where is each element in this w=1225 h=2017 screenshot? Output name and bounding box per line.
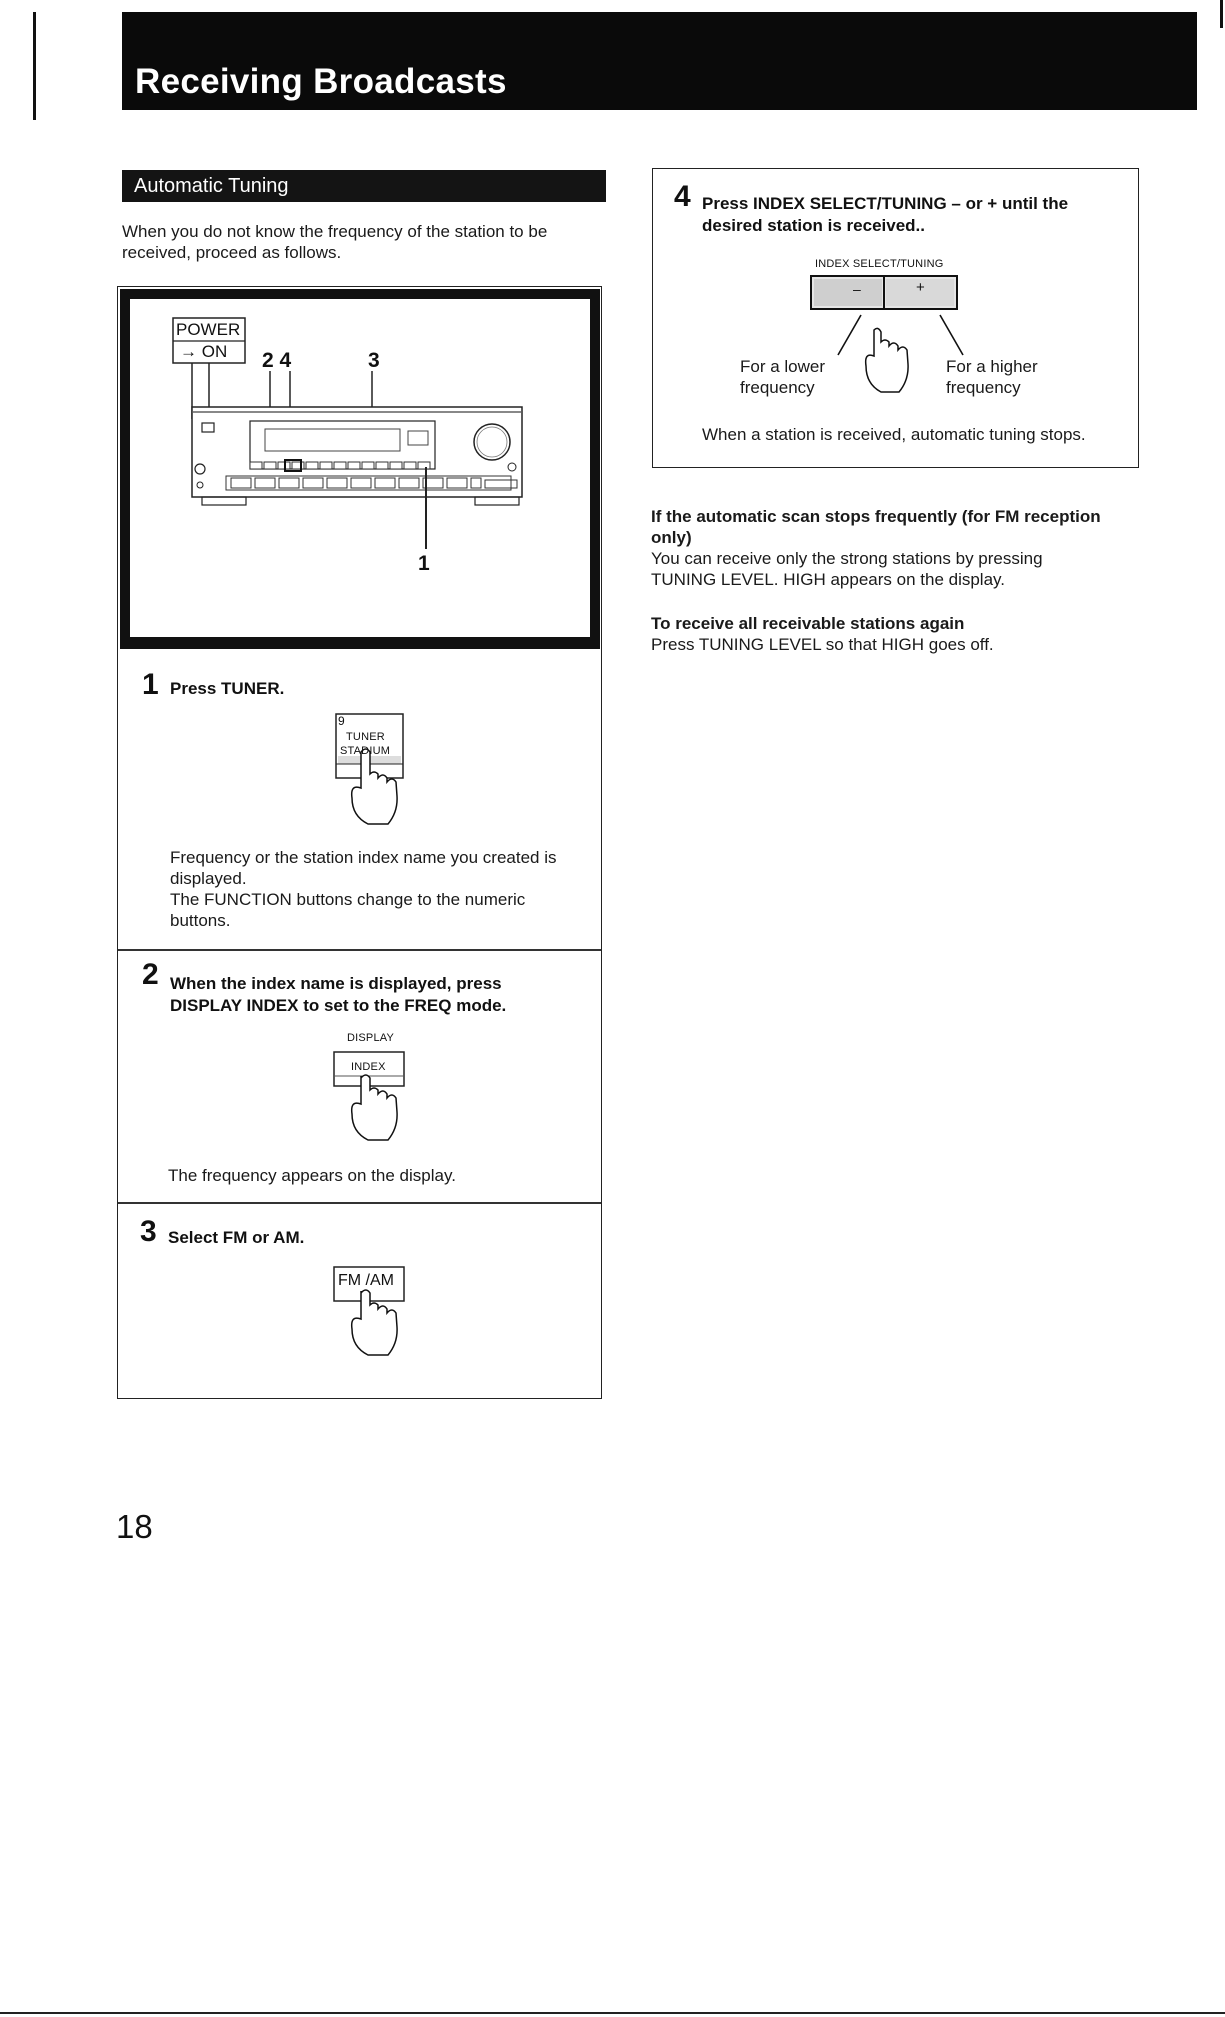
stadium-button-label: STADIUM	[340, 745, 391, 757]
higher-frequency-note: For a higher frequency	[946, 356, 1038, 398]
intro-line-2: received, proceed as follows.	[122, 243, 342, 262]
step-3-number: 3	[140, 1215, 157, 1248]
tuning-plus-label: +	[916, 279, 925, 296]
tuner-button-illustration	[335, 713, 404, 825]
step-1-title: Press TUNER.	[170, 679, 285, 698]
step-4-description: When a station is received, automatic tu…	[702, 425, 1086, 444]
higher-frequency-line: frequency	[946, 378, 1021, 397]
tuning-minus-label: –	[853, 281, 861, 297]
step-1-desc-line: displayed.	[170, 869, 247, 888]
edge-mark	[1220, 0, 1223, 28]
note-text: You can receive only the strong stations…	[651, 549, 1043, 568]
note-heading: only)	[651, 528, 692, 547]
note-text: Press TUNING LEVEL so that HIGH goes off…	[651, 635, 994, 654]
callout-2-4: 2 4	[262, 349, 292, 372]
index-button-illustration	[333, 1051, 405, 1141]
section-title: Automatic Tuning	[134, 175, 289, 197]
index-select-tuning-label: INDEX SELECT/TUNING	[815, 258, 944, 270]
steps-panel	[117, 286, 602, 1399]
tuner-button-label: TUNER	[346, 731, 385, 743]
step-2-number: 2	[142, 958, 159, 991]
step-4-title: Press INDEX SELECT/TUNING – or + until t…	[702, 193, 1068, 237]
step-2-description: The frequency appears on the display.	[168, 1166, 456, 1185]
function-button-row	[249, 461, 431, 470]
step-2-title-line: DISPLAY INDEX to set to the FREQ mode.	[170, 996, 507, 1015]
step-1-desc-line: Frequency or the station index name you …	[170, 848, 557, 867]
callout-3: 3	[368, 349, 380, 372]
page-title: Receiving Broadcasts	[135, 62, 507, 101]
step-1-desc-line: The FUNCTION buttons change to the numer…	[170, 890, 526, 909]
index-select-tuning-illustration	[810, 275, 964, 393]
lower-frequency-line: For a lower	[740, 357, 826, 376]
step-4-box	[652, 168, 1139, 468]
index-button-label: INDEX	[351, 1061, 386, 1073]
step-4-number: 4	[674, 180, 691, 213]
note-heading: If the automatic scan stops frequently (…	[651, 507, 1101, 526]
margin-mark	[33, 12, 36, 120]
lower-frequency-line: frequency	[740, 378, 815, 397]
step-3-title: Select FM or AM.	[168, 1228, 305, 1247]
fm-am-button-label: FM /AM	[338, 1272, 394, 1289]
title-bar	[122, 12, 1197, 110]
fm-am-button-illustration	[333, 1266, 405, 1356]
note-receive-all: To receive all receivable stations again…	[651, 613, 994, 655]
lower-frequency-note: For a lower frequency	[740, 356, 825, 398]
step-2-title: When the index name is displayed, press …	[170, 973, 506, 1017]
step-4-title-line: Press INDEX SELECT/TUNING – or + until t…	[702, 194, 1069, 213]
note-scan-stops: If the automatic scan stops frequently (…	[651, 506, 1101, 590]
receiver-illustration	[172, 317, 523, 549]
step-divider	[118, 949, 601, 951]
step-2-title-line: When the index name is displayed, press	[170, 974, 502, 993]
tuner-button-digit: 9	[338, 714, 345, 728]
note-text: TUNING LEVEL. HIGH appears on the displa…	[651, 570, 1006, 589]
power-on-label: → ON	[180, 342, 228, 361]
step-1-description: Frequency or the station index name you …	[170, 847, 557, 931]
bottom-rule	[0, 2012, 1225, 2014]
intro-text: When you do not know the frequency of th…	[122, 221, 547, 263]
display-label: DISPLAY	[347, 1032, 395, 1044]
page-number: 18	[116, 1508, 153, 1545]
power-label: POWER	[176, 320, 241, 339]
step-divider	[118, 1202, 601, 1204]
step-1-desc-line: buttons.	[170, 911, 231, 930]
step-1-number: 1	[142, 668, 159, 701]
higher-frequency-line: For a higher	[946, 357, 1038, 376]
note-heading: To receive all receivable stations again	[651, 614, 965, 633]
callout-1: 1	[418, 552, 430, 575]
section-bar	[122, 170, 606, 202]
step-4-title-line: desired station is received..	[702, 216, 925, 235]
intro-line-1: When you do not know the frequency of th…	[122, 222, 548, 241]
